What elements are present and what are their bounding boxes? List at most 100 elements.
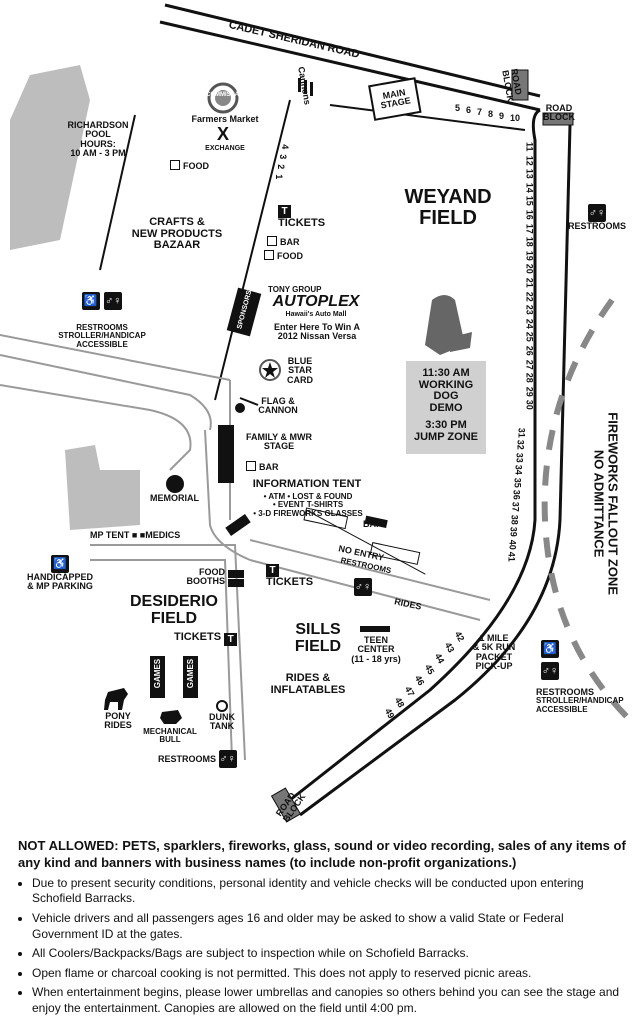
rule-item: All Coolers/Backpacks/Bags are subject t… — [32, 946, 626, 962]
handicap-parking-icon: ♿ — [51, 555, 69, 573]
booth-number: 2 — [276, 164, 287, 170]
dog-demo-label: 11:30 AM WORKING DOG DEMO 3:30 PM JUMP Z… — [406, 367, 486, 443]
demo-time1: 11:30 AM — [422, 367, 470, 379]
demo-line1: WORKING — [418, 378, 474, 391]
tickets-desiderio-text: TICKETS — [174, 631, 222, 643]
booth-number: 38 — [509, 514, 520, 525]
road-block-label-right: ROAD BLOCK — [543, 103, 575, 123]
booth-number: 34 — [513, 464, 524, 475]
mechanical-bull-label: MECHANICAL BULL — [140, 727, 200, 745]
booth-number: 35 — [512, 477, 523, 488]
memorial-label: MEMORIAL — [150, 493, 199, 503]
handicap-icon-rb: ♿ — [541, 640, 559, 658]
desiderio-line1: DESIDERIO — [129, 593, 218, 610]
food-booth-sq3 — [228, 579, 236, 587]
bar-label-top: BAR — [267, 236, 300, 247]
bull-icon — [160, 710, 182, 724]
food-text: FOOD — [183, 161, 209, 171]
desiderio-line2: FIELD — [150, 609, 198, 627]
crafts-line3: BAZAAR — [153, 239, 201, 252]
games-label-2: GAMES — [185, 658, 195, 689]
booth-number: 24 — [524, 318, 535, 329]
demo-line4: JUMP ZONE — [414, 430, 478, 443]
food-text-2: FOOD — [277, 251, 303, 261]
cadet-sheridan-road — [159, 3, 541, 112]
booth-number: 40 — [507, 539, 518, 550]
booth-number: 7 — [477, 107, 483, 117]
rides-inflatables-line2: INFLATABLES — [270, 683, 346, 696]
booth-number: 30 — [524, 400, 535, 411]
exchange-x: X — [216, 124, 229, 144]
enter-here-line2: 2012 Nissan Versa — [277, 331, 357, 342]
run-line4: PICK-UP — [475, 661, 513, 672]
teen-center-block — [360, 626, 390, 632]
booth-number: 32 — [515, 440, 526, 451]
restroom-bottom-icon: ♂♀ — [218, 750, 237, 768]
rule-item: Vehicle drivers and all passengers ages … — [32, 911, 626, 942]
crafts-line1: CRAFTS & — [149, 216, 205, 228]
event-map: CADET SHERIDAN ROAD ROAD BLOCK ROAD BLOC… — [0, 3, 633, 824]
dunk-tank-label: DUNK TANK — [205, 712, 239, 732]
desiderio-field-label: DESIDERIO FIELD — [122, 593, 226, 628]
map-drawing — [0, 3, 633, 823]
handicap-parking-line1: HANDICAPPED — [26, 572, 93, 582]
info-item-1: • ATM • LOST & FOUND — [263, 492, 353, 501]
bar-text-mid: BAR — [259, 462, 279, 472]
family-stage-block — [218, 425, 234, 483]
food-box-icon-2 — [264, 250, 274, 260]
tony-group: TONY GROUP — [268, 285, 322, 294]
booth-number: 17 — [524, 223, 535, 234]
tickets-mid: T TICKETS — [266, 563, 313, 589]
info-tent-label: INFORMATION TENT — [244, 478, 370, 491]
booth-number: 3 — [278, 154, 289, 160]
grey-roads — [0, 334, 491, 761]
rule-item: Due to present security conditions, pers… — [32, 876, 626, 907]
restrooms-right-bottom-text: RESTROOMS STROLLER/HANDICAP ACCESSIBLE — [536, 687, 632, 714]
rule-item: Open flame or charcoal cooking is not pe… — [32, 966, 626, 982]
rule-item: When entertainment begins, please lower … — [32, 985, 626, 1016]
pony-rides-label: PONY RIDES — [100, 711, 136, 731]
bull-line2: BULL — [159, 735, 181, 745]
bull-line1: MECHANICAL — [143, 727, 197, 736]
pool-label: RICHARDSON POOL HOURS: 10 AM - 3 PM — [60, 120, 136, 159]
run-pickup-label: 1 MILE & 5K RUN PACKET PICK-UP — [466, 633, 522, 672]
restroom-icon: ♂♀ — [588, 204, 606, 222]
info-item-2: • EVENT T-SHIRTS — [272, 500, 344, 510]
booth-number: 31 — [516, 427, 527, 438]
food-label-2: FOOD — [264, 250, 303, 261]
booth-number: 29 — [524, 386, 535, 397]
dunk-tank-icon — [216, 700, 228, 712]
restrooms-right: ♂♀ RESTROOMS — [562, 204, 632, 231]
ticket-icon: T — [278, 205, 291, 218]
info-item-3: • 3-D FIREWORKS GLASSES — [253, 508, 363, 518]
food-booths-label: FOOD BOOTHS — [177, 567, 225, 587]
food-booths-line1: FOOD — [199, 567, 225, 577]
bar-box-icon-2 — [246, 461, 256, 471]
sills-line2: FIELD — [294, 637, 342, 655]
pony-line1: PONY — [105, 711, 131, 721]
demo-time2: 3:30 PM — [425, 419, 467, 432]
pool-name: RICHARDSON POOL — [67, 120, 129, 140]
booth-number: 16 — [524, 209, 535, 220]
restroom-mid-glyph: ♂♀ — [354, 578, 372, 596]
flag-cannon-dot — [235, 403, 245, 413]
booth-number: 27 — [524, 359, 535, 370]
rides-inflatables-label: RIDES & INFLATABLES — [266, 672, 350, 696]
bar-fence — [303, 507, 426, 575]
cannon-icons — [298, 78, 313, 96]
food-booth-sq4 — [236, 579, 244, 587]
booth-number: 10 — [510, 113, 521, 123]
memorial-building — [65, 445, 140, 530]
ticket-icon-desiderio: T — [224, 633, 238, 646]
weyand-line1: WEYAND — [404, 186, 492, 208]
info-tent-block — [225, 514, 251, 536]
demo-line2: DOG — [433, 390, 459, 403]
exchange-label: EXCHANGE — [205, 145, 245, 152]
bar-label-fence: BAR — [363, 519, 383, 529]
family-stage-line1: FAMILY & MWR — [246, 432, 313, 442]
booth-number: 19 — [524, 250, 535, 261]
booth-number: 25 — [524, 332, 535, 343]
teen-ages: (11 - 18 yrs) — [351, 653, 401, 664]
sponsors-strip — [226, 287, 262, 337]
autoplex-tagline: Hawaii's Auto Mall — [285, 311, 347, 319]
